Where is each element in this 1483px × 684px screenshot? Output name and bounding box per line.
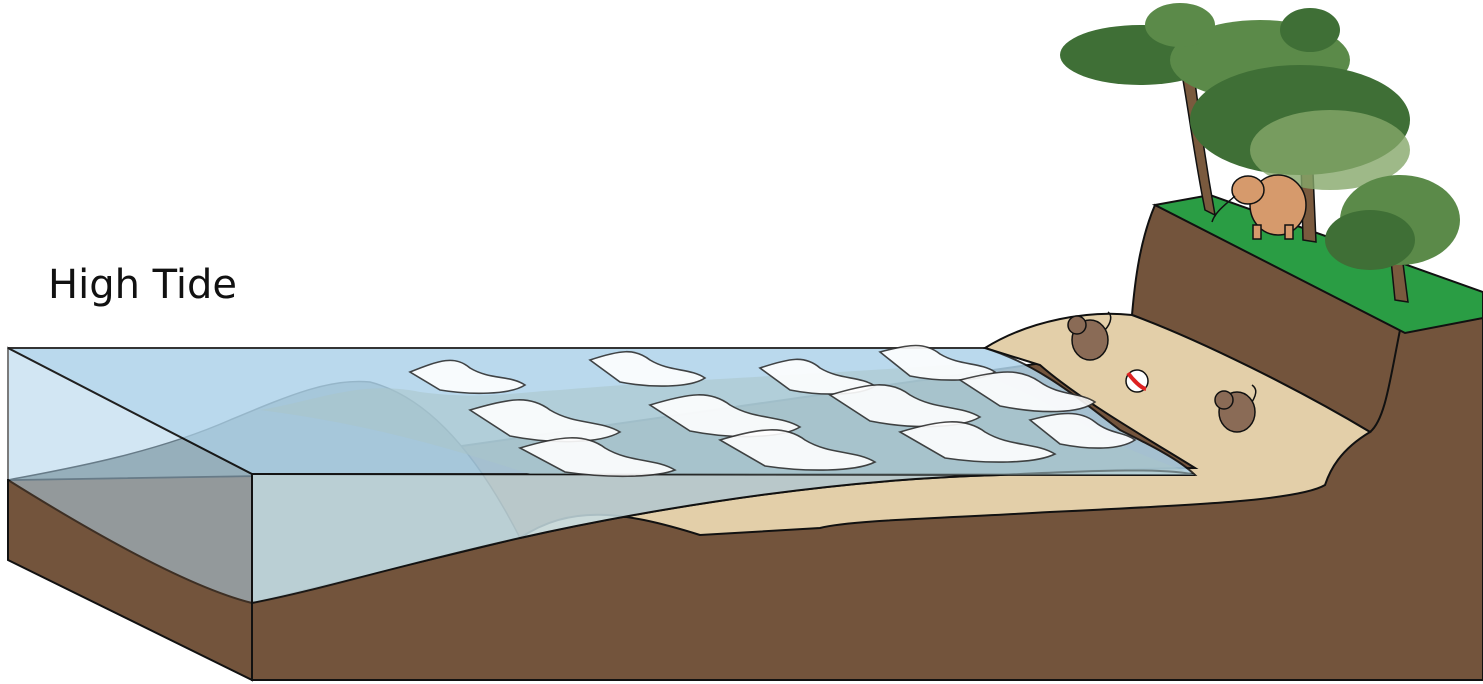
wolf-2-head [1215, 391, 1233, 409]
elephant-leg-2 [1285, 225, 1293, 239]
tree-canopy-high [1145, 3, 1215, 47]
wolf-1-head [1068, 316, 1086, 334]
elephant-head [1232, 176, 1264, 204]
elephant-leg-1 [1253, 225, 1261, 239]
tree-canopy-right-dark [1325, 210, 1415, 270]
tree-canopy-high-right [1280, 8, 1340, 52]
diagram-title: High Tide [48, 262, 237, 308]
beach-ball [1126, 370, 1148, 392]
